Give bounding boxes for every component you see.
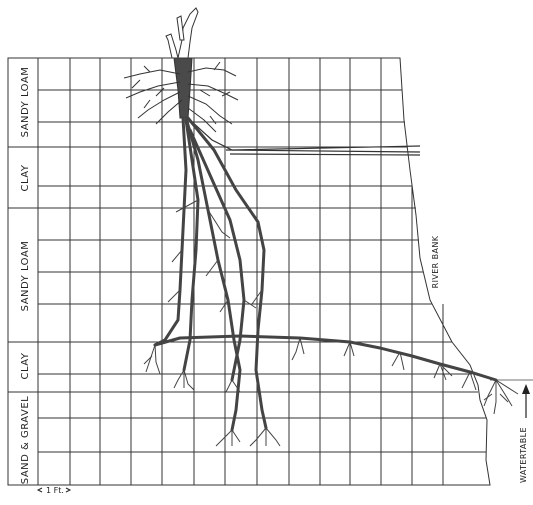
river-bank-label: RIVER BANK bbox=[431, 235, 440, 288]
watertable-label: WATERTABLE bbox=[519, 427, 528, 483]
layer-label-5: SAND & GRAVEL bbox=[20, 396, 31, 484]
scale-label: 1 Ft. bbox=[46, 486, 64, 495]
layer-label-2: CLAY bbox=[20, 164, 31, 191]
layer-label-1: SANDY LOAM bbox=[20, 67, 31, 138]
layer-label-4: CLAY bbox=[20, 352, 31, 379]
layer-label-3: SANDY LOAM bbox=[20, 241, 31, 312]
soil-layer-labels: SANDY LOAM CLAY SANDY LOAM CLAY SAND & G… bbox=[20, 67, 31, 485]
